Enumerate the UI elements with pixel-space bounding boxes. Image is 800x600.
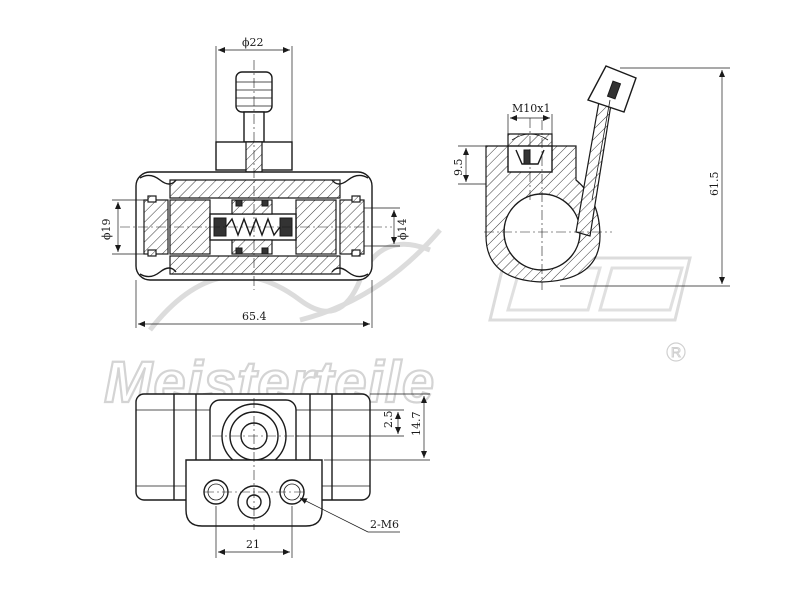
dim-overall-height-label: 61.5: [708, 172, 721, 197]
dim-offset-large: 14.7: [324, 393, 430, 461]
dim-overall-length-label: 65.4: [242, 310, 267, 323]
dim-overall-height: 61.5: [560, 67, 730, 287]
dim-mount-holes-label: 2-M6: [370, 518, 399, 531]
dim-left-bore-label: ϕ19: [100, 219, 113, 241]
dim-top-diameter-label: ϕ22: [242, 36, 264, 49]
dim-left-bore: ϕ19: [100, 199, 144, 255]
dim-bleeder-offset-label: 9.5: [452, 159, 465, 177]
dim-bolt-spacing: 21: [215, 506, 293, 558]
side-brake-pipe: [575, 65, 637, 237]
registered-circle: [666, 342, 686, 362]
housing-top-wall: [169, 179, 341, 199]
dim-thread-label: M10x1: [512, 102, 550, 115]
mounting-face-view: 2.5 14.7 2-M6 21: [135, 393, 430, 558]
dim-right-bore: ϕ14: [364, 207, 409, 247]
registered-mark: R: [671, 344, 681, 360]
dim-right-bore-label: ϕ14: [396, 219, 409, 241]
housing-bottom-wall: [169, 255, 341, 275]
dim-bleeder-offset: 9.5: [452, 145, 508, 185]
dim-offset-small: 2.5: [296, 409, 404, 437]
dim-mount-holes: 2-M6: [299, 497, 400, 533]
center-spring: [209, 199, 297, 255]
dim-overall-length: 65.4: [135, 280, 373, 328]
side-section-view: M10x1 9.5 61.5: [452, 65, 730, 290]
dim-thread: M10x1: [507, 102, 553, 140]
dim-bolt-spacing-label: 21: [246, 538, 260, 551]
front-section-view: ϕ22 ϕ19 ϕ14 65.4: [100, 36, 409, 328]
dim-top-diameter: ϕ22: [215, 36, 293, 142]
dim-offset-large-label: 14.7: [410, 412, 423, 437]
dim-offset-small-label: 2.5: [382, 411, 395, 429]
